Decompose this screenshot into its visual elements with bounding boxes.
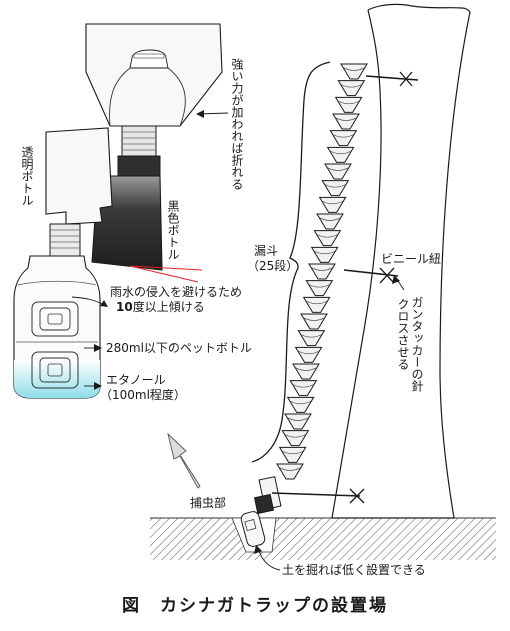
dig-note-label: 土を掘れば低く設置できる [282,563,426,577]
funnel-segment [292,363,320,380]
funnel-brace [251,61,331,463]
tilt-degree-text: 度以上傾ける [132,300,205,314]
clear-bottle-label: 透明ボトル [20,146,34,206]
funnel-count-label: （25段） [247,259,299,273]
tilt-degree-number: 10 [116,300,133,314]
funnel-segment-rim [330,151,351,155]
funnel-segment [281,430,310,447]
tree-trunk [331,3,471,519]
detail-funnel [85,23,223,127]
funnel-segment [334,96,363,113]
detail-connector [117,125,161,177]
tilt-note-line2: 10度以上傾ける [116,300,205,314]
tacker-needle-label: ガンタッカーの針 [410,296,424,392]
pet-bottle [13,255,101,399]
funnel-segment [308,263,336,280]
vinyl-string-label: ビニール紐 [381,252,442,266]
funnel-segment-rim [306,301,327,305]
funnel-segment [300,313,328,330]
capture-part-label: 捕虫部 [190,496,227,510]
funnel-segment [329,130,358,147]
black-bottle-label: 黒色ボトル [166,200,180,260]
funnel-segment [326,146,355,163]
funnel-segment-rim [298,351,319,355]
ethanol-label-line2: （100ml程度） [100,388,186,402]
funnel-segment-rim [322,201,343,205]
funnel-segment-rim [287,417,309,421]
funnel-segment-rim [279,467,301,471]
direction-arrow [167,432,201,489]
funnel-segment [337,80,366,97]
funnel-segment-rim [303,317,325,321]
funnel-segment [324,163,352,180]
tilt-lines [129,265,203,283]
funnel-segment [286,396,315,413]
funnel-segment [289,380,318,397]
funnel-segment-rim [293,384,314,388]
tacker-crosses [349,71,413,504]
break-note-label: 強い力が加われば折れる [230,58,244,190]
funnel-segment-rim [338,101,359,105]
funnel-segment-rim [341,84,362,88]
clear-bottle [45,127,113,257]
funnel-segment-rim [295,367,317,371]
capture-part [240,476,282,547]
funnel-segment-rim [282,451,303,455]
funnel-segment-rim [285,434,306,438]
funnel-segment-rim [343,67,365,71]
funnel-segment [284,413,312,430]
funnel-segment-rim [335,117,357,121]
funnel-segment [276,463,304,480]
funnel-segment [332,113,360,130]
funnel-segment [310,246,339,263]
funnel-segment-rim [301,334,322,338]
funnel-segment-rim [317,234,338,238]
funnel-segment-rim [333,134,354,138]
funnel-segment-rim [325,184,346,188]
funnel-label: 漏斗 [254,244,279,258]
funnel-segment-rim [309,284,330,288]
funnel-segment [294,346,323,363]
leader-arrowheads [94,110,400,554]
funnel-segment [302,296,331,313]
funnel-segment [278,446,307,463]
pet-bottle-label: 280ml以下のペットボトル [106,341,252,355]
funnel-segment-rim [319,217,341,221]
funnel-segment [305,280,334,297]
funnel-segment-rim [327,167,349,171]
cross-label: クロスさせる [396,298,410,370]
funnel-stack [276,63,368,480]
funnel-segment [297,330,326,347]
funnel-segment [318,196,347,213]
vinyl-strings [271,75,419,497]
funnel-segment-rim [314,251,335,255]
funnel-segment [340,63,368,80]
funnel-segment [316,213,344,230]
funnel-segment-rim [311,267,333,271]
funnel-segment [313,230,342,247]
ethanol-label-line1: エタノール [106,373,166,387]
ground [150,517,496,560]
funnel-segment [321,180,350,197]
funnel-segment-rim [290,401,311,405]
figure-title: 図 カシナガトラップの設置場 [122,596,388,616]
tilt-note-line1: 雨水の侵入を避けるため [110,285,243,299]
